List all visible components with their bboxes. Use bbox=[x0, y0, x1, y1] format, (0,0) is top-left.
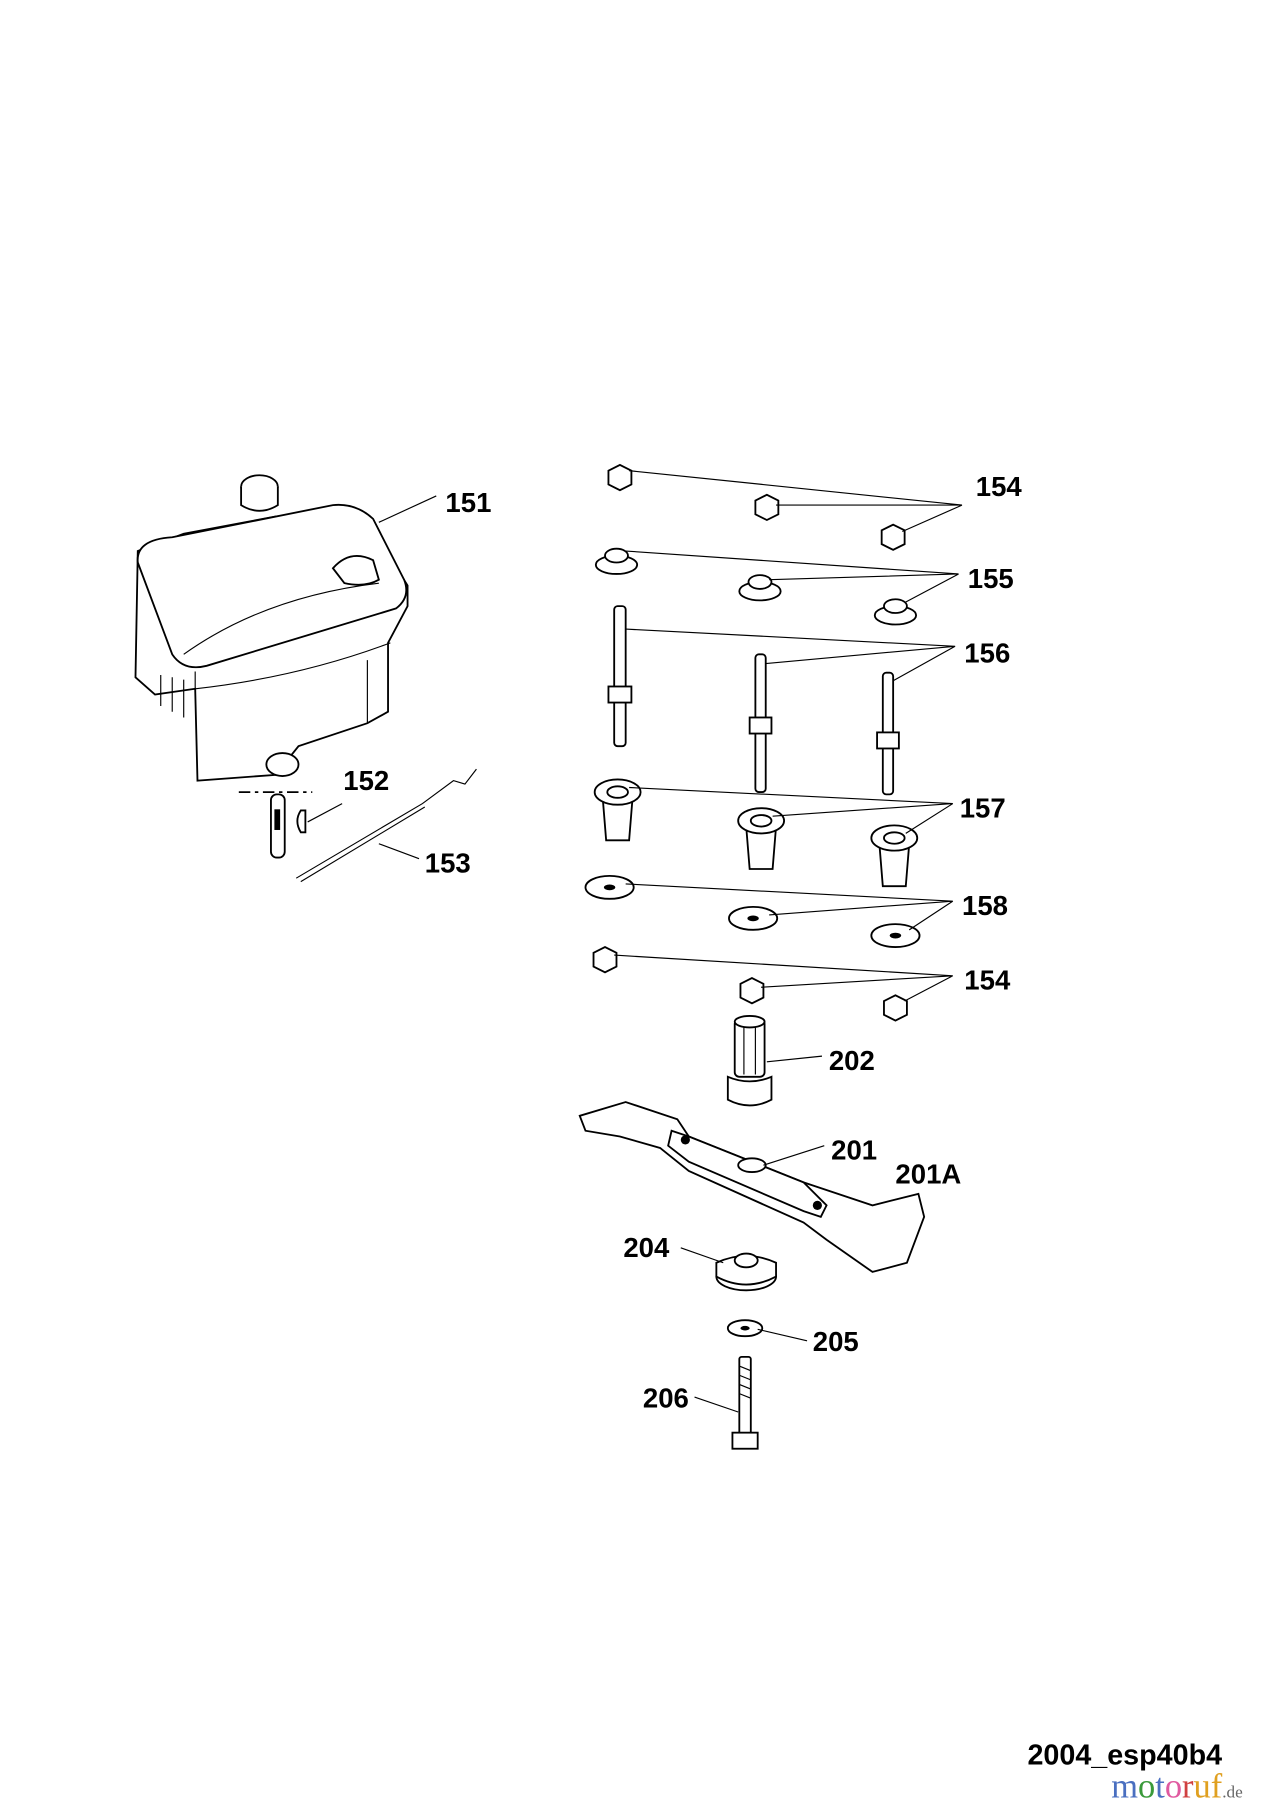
bolt-206 bbox=[731, 1355, 759, 1450]
washers-158 bbox=[584, 874, 921, 948]
studs-156 bbox=[607, 605, 900, 796]
label-153: 153 bbox=[425, 847, 471, 878]
washer-205 bbox=[726, 1319, 764, 1338]
blade-holder-204 bbox=[715, 1252, 777, 1292]
nuts-154-bottom bbox=[592, 946, 908, 1022]
label-204: 204 bbox=[623, 1232, 670, 1263]
label-206: 206 bbox=[643, 1382, 689, 1413]
label-152: 152 bbox=[343, 765, 389, 796]
svg-text:motoruf.de: motoruf.de bbox=[1111, 1768, 1243, 1800]
label-156: 156 bbox=[964, 637, 1010, 668]
label-158: 158 bbox=[962, 890, 1008, 921]
label-201: 201 bbox=[831, 1134, 877, 1165]
label-155: 155 bbox=[968, 563, 1014, 594]
label-201a: 201A bbox=[895, 1159, 961, 1190]
label-157: 157 bbox=[960, 792, 1006, 823]
label-202: 202 bbox=[829, 1045, 875, 1076]
blade-adapter-202 bbox=[726, 1015, 773, 1107]
engine-151 bbox=[134, 474, 409, 782]
watermark-logo: motoruf.de bbox=[1111, 1768, 1243, 1800]
label-205: 205 bbox=[813, 1326, 859, 1357]
bushings-155 bbox=[594, 547, 918, 626]
mower-blade-201 bbox=[578, 1101, 926, 1273]
label-154: 154 bbox=[976, 471, 1023, 502]
crankshaft-key-152 bbox=[238, 791, 313, 859]
collars-157 bbox=[593, 778, 919, 888]
drawing-code: 2004_esp40b4 bbox=[1027, 1739, 1222, 1771]
label-151: 151 bbox=[445, 487, 491, 518]
label-154-bottom: 154 bbox=[964, 965, 1011, 996]
dipstick-153 bbox=[295, 768, 477, 883]
nuts-154-top bbox=[607, 463, 906, 551]
